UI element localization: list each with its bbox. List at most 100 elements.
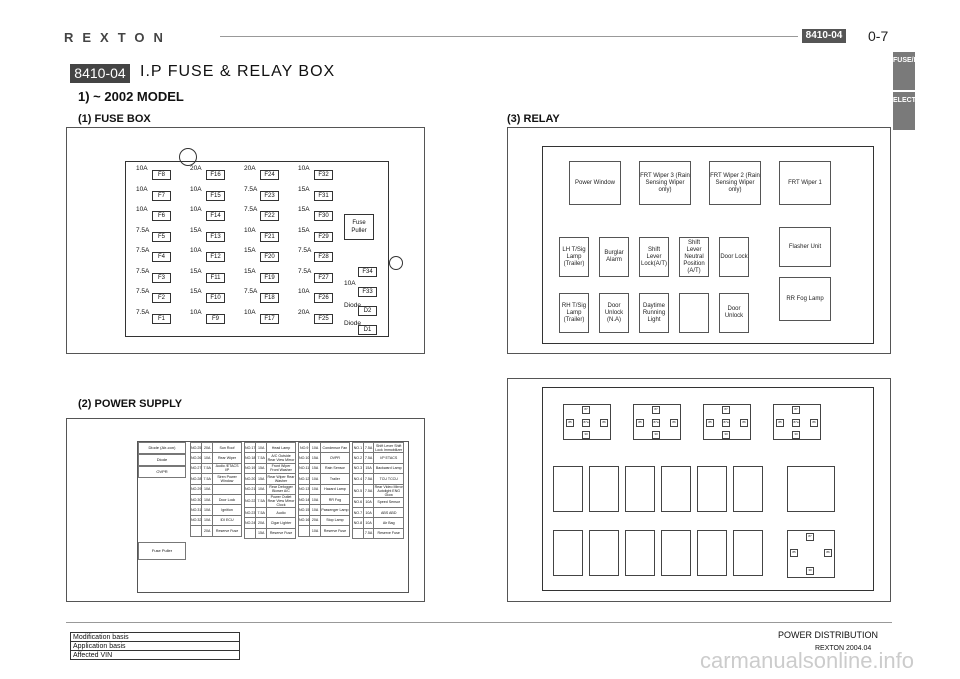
fuse-box-heading: (1) FUSE BOX	[78, 113, 151, 125]
table-cell: NO.27	[189, 462, 203, 475]
fuse-amp: 7.5A	[298, 247, 312, 254]
relay-pin: 87a	[792, 419, 800, 427]
table-cell: 7.5A	[362, 527, 375, 540]
model-heading: 1) ~ 2002 MODEL	[78, 89, 184, 104]
fuse-amp: 10A	[190, 185, 202, 193]
table-cell: 10A	[255, 441, 268, 454]
relay-frt-wiper-1: FRT Wiper 1	[779, 161, 831, 205]
footer-rule	[66, 622, 892, 623]
relay-rr-fog-lamp: RR Fog Lamp	[779, 277, 831, 321]
table-cell: Reserve Fuse	[212, 525, 242, 537]
fuse-f18: F18	[260, 293, 279, 303]
page-title: I.P FUSE & RELAY BOX	[140, 63, 336, 80]
table-cell: Reserve Fuse	[266, 527, 296, 540]
relay-shift-lever-neutral: Shift Lever Neutral Position (A/T)	[679, 237, 709, 277]
ps-diode: Diode	[138, 454, 186, 466]
fuse-f4: F4	[152, 252, 171, 262]
fuse-amp: 7.5A	[136, 226, 150, 234]
table-cell: Audio /ETACS I/P	[212, 462, 242, 475]
fuse-f20: F20	[260, 252, 279, 262]
table-cell: NO.3	[352, 462, 364, 475]
fuse-f8: F8	[152, 170, 171, 180]
table-cell: Hazard Lamp	[319, 483, 351, 495]
table-cell: NO.7	[352, 506, 364, 519]
fuse-amp: 10A	[190, 206, 202, 213]
relay-pin: 30	[652, 431, 660, 439]
fuse-f12: F12	[206, 252, 225, 262]
relay-pin: 87a	[722, 419, 730, 427]
relay-pin: 85	[790, 549, 798, 557]
table-cell: Cigar Lighter	[266, 517, 296, 529]
fuse-f3: F3	[152, 272, 171, 283]
diode-d2: D2	[358, 306, 377, 316]
fuse-amp: 7.5A	[244, 206, 258, 213]
ps-fuse-puller: Fuse Puller	[138, 542, 186, 560]
table-cell: NO.30	[189, 493, 203, 506]
relay-pin: 87	[582, 406, 590, 414]
table-cell: 10A	[309, 525, 321, 537]
fuse-f21: F21	[260, 231, 279, 242]
table-cell: 7.5A	[362, 473, 375, 485]
tab-fuse-relay[interactable]: FUSE/RELAY	[893, 52, 937, 90]
table-cell: 15A	[309, 452, 321, 464]
table-cell: 7.5A	[362, 483, 375, 498]
table-cell: Sun Roof	[212, 441, 242, 454]
fuse-f1: F1	[152, 313, 171, 324]
relay-socket	[733, 530, 763, 576]
fuse-f33: F33	[358, 287, 377, 297]
diode-label: Diode	[344, 320, 361, 327]
table-cell: NO.29	[189, 483, 203, 495]
fuse-f6: F6	[152, 211, 171, 221]
table-cell: NO.2	[352, 452, 364, 464]
diode-d1: D1	[358, 325, 377, 335]
table-cell: Rear Defogger Blower A/C	[266, 483, 296, 495]
fuse-amp: 15A	[190, 267, 202, 275]
fuse-f28: F28	[314, 252, 333, 262]
relay-pin: 87a	[652, 419, 660, 427]
table-cell: 10A	[201, 452, 214, 464]
table-cell: Condensor Fan	[319, 441, 351, 454]
relay-pin: 86	[670, 419, 678, 427]
table-cell: Ignition	[212, 504, 242, 516]
fuse-puller[interactable]: Fuse Puller	[344, 214, 374, 240]
table-cell: Audio	[266, 506, 296, 519]
relay-daytime-running: Daytime Running Light	[639, 293, 669, 333]
table-cell: Rear Video Mirror Autolight ENG Glow	[373, 483, 404, 498]
table-cell: 10A	[201, 514, 214, 527]
power-supply-heading: (2) POWER SUPPLY	[78, 398, 183, 410]
relay-pin: 86	[824, 549, 832, 557]
diode-label: Diode	[344, 302, 361, 309]
relay-socket	[589, 530, 619, 576]
relay-pin: 85	[566, 419, 574, 427]
tab-electricity[interactable]: ELECTRICITY	[893, 92, 939, 130]
table-cell: NO.23	[243, 506, 257, 519]
table-cell: NO.13	[297, 483, 311, 495]
fuse-amp: 10A	[136, 206, 148, 213]
relay-frt-wiper-3: FRT Wiper 3 (Rain Sensing Wiper only)	[639, 161, 691, 205]
legend-affected-vin: Affected VIN	[70, 650, 240, 660]
fuse-amp: 10A	[190, 247, 202, 254]
fuse-amp: 7.5A	[136, 267, 150, 275]
relay-socket	[553, 466, 583, 512]
table-cell: RR Fog	[319, 493, 351, 506]
relay-rh-tsig: RH T/Sig Lamp (Trailer)	[559, 293, 589, 333]
fuse-amp: 15A	[190, 226, 202, 234]
table-cell: 10A	[309, 483, 321, 495]
table-cell: IDI ECU	[212, 514, 242, 527]
table-cell: NO.11	[297, 462, 311, 475]
